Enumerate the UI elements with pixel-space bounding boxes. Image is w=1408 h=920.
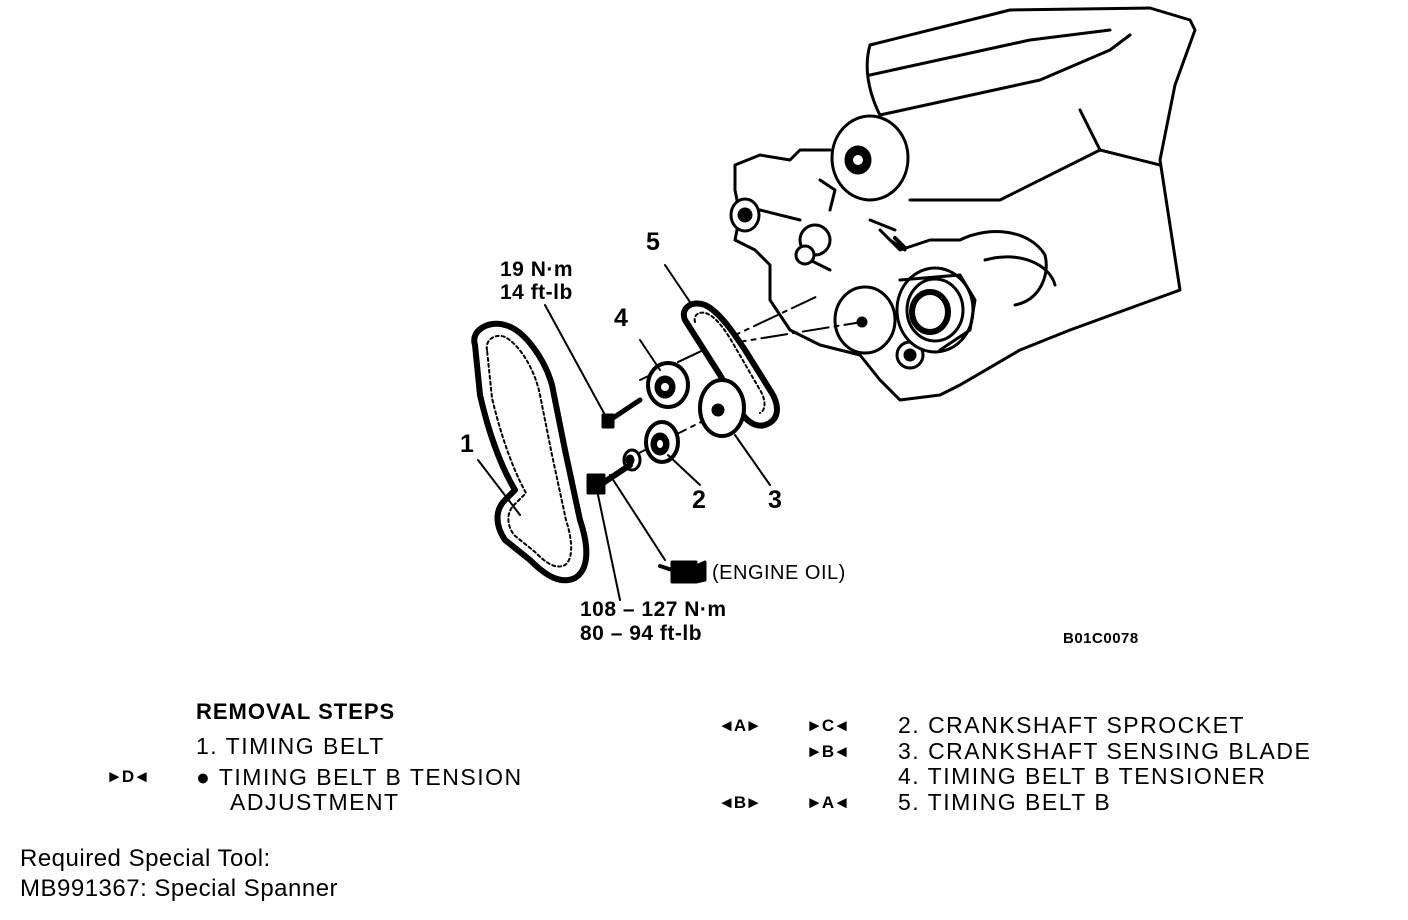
torque-lower-nm: 108 – 127 N·m <box>580 598 727 621</box>
figure-code: B01C0078 <box>1063 630 1139 647</box>
torque-upper-ftlb: 14 ft-lb <box>500 281 573 304</box>
special-tool-heading: Required Special Tool: <box>20 845 271 872</box>
install-mark-c: ►C◄ <box>806 716 850 735</box>
step-tension-adjustment: ● TIMING BELT B TENSION <box>196 764 523 790</box>
timing-belt-diagram <box>471 6 1197 601</box>
callout-1: 1 <box>460 430 474 458</box>
timing-belt-1 <box>471 320 590 584</box>
step-tension-adjustment-cont: ADJUSTMENT <box>230 789 400 815</box>
callout-4: 4 <box>614 304 628 332</box>
install-mark-b: ►B◄ <box>806 742 850 761</box>
step-timing-belt: 1. TIMING BELT <box>196 733 385 759</box>
callout-3: 3 <box>768 486 782 514</box>
step-sensing-blade: 3. CRANKSHAFT SENSING BLADE <box>898 738 1312 764</box>
removal-mark-a: ◄A► <box>718 716 762 735</box>
oil-can-icon <box>658 560 707 584</box>
install-mark-d: ►D◄ <box>106 767 150 786</box>
sensing-blade-3 <box>698 378 746 438</box>
step-timing-belt-b: 5. TIMING BELT B <box>898 789 1112 815</box>
crankshaft-seal <box>895 266 977 354</box>
removal-steps-title: REMOVAL STEPS <box>196 699 396 724</box>
tensioner-4 <box>646 361 690 409</box>
engine-block <box>733 6 1197 402</box>
step-belt-b-tensioner: 4. TIMING BELT B TENSIONER <box>898 763 1267 789</box>
crankshaft-bolt <box>586 462 633 495</box>
torque-upper-nm: 19 N·m <box>500 258 574 281</box>
tensioner-bolt <box>601 397 643 429</box>
install-mark-a: ►A◄ <box>806 793 850 812</box>
timing-belt-b <box>680 300 780 429</box>
torque-lower-ftlb: 80 – 94 ft-lb <box>580 622 703 645</box>
crankshaft-sprocket-2 <box>644 420 680 464</box>
callout-5: 5 <box>646 228 660 256</box>
balance-shaft-pulley <box>833 285 897 355</box>
callout-2: 2 <box>692 486 706 514</box>
block-bosses <box>729 197 925 370</box>
removal-mark-b: ◄B► <box>718 793 762 812</box>
cam-pulley <box>830 114 910 202</box>
step-crankshaft-sprocket: 2. CRANKSHAFT SPROCKET <box>898 712 1245 738</box>
oil-note: (ENGINE OIL) <box>712 562 846 584</box>
special-tool-name: MB991367: Special Spanner <box>20 875 339 902</box>
